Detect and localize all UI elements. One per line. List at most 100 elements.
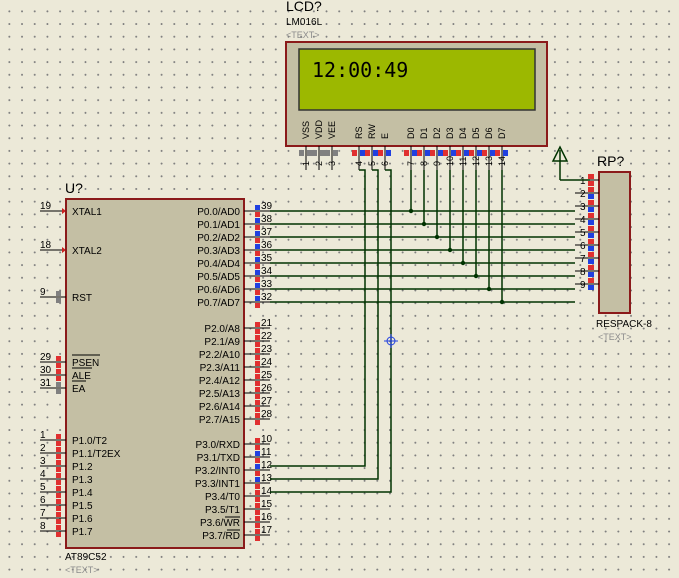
mcu-pin-p1-0-t2[interactable]: 1P1.0/T2 <box>40 430 107 447</box>
rp-body[interactable] <box>598 171 631 314</box>
lcd-pin-d0[interactable]: D07 <box>404 127 417 170</box>
mcu-pin-p1-2[interactable]: 3P1.2 <box>40 456 93 473</box>
lcd-pin-d2[interactable]: D29 <box>430 127 443 170</box>
mcu-pin-number: 13 <box>261 473 273 484</box>
lcd-pin-rw[interactable]: RW5 <box>365 124 378 170</box>
junction-dot <box>486 286 492 292</box>
mcu-pin-p1-1-t2ex[interactable]: 2P1.1/T2EX <box>40 443 121 460</box>
mcu-component[interactable]: U? AT89C52 <TEXT> 19XTAL118XTAL29RST29PS… <box>40 180 273 575</box>
rp-pin-number: 2 <box>580 189 586 200</box>
mcu-pin-name: P3.5/T1 <box>205 505 240 516</box>
rp-pin-7[interactable]: 7 <box>575 252 599 265</box>
wire-ctrl-2 <box>270 169 392 493</box>
mcu-body[interactable] <box>65 198 245 549</box>
rp-pin-number: 7 <box>580 254 586 265</box>
mcu-pin-name: P2.3/A11 <box>200 363 241 374</box>
lcd-pin-name: RS <box>354 126 364 139</box>
mcu-pin-number: 39 <box>261 201 273 212</box>
rp-pin-2[interactable]: 2 <box>575 187 599 200</box>
mcu-pin-p1-7[interactable]: 8P1.7 <box>40 521 93 538</box>
mcu-pin-name: P1.1/T2EX <box>72 449 121 460</box>
rp-pin-8[interactable]: 8 <box>575 265 599 278</box>
lcd-pin-d1[interactable]: D18 <box>417 127 430 170</box>
rp-pin-6[interactable]: 6 <box>575 239 599 252</box>
mcu-pin-name: P3.1/TXD <box>197 453 240 464</box>
mcu-pin-number: 9 <box>40 287 46 298</box>
lcd-pin-name: VDD <box>314 119 324 139</box>
power-terminal[interactable] <box>551 145 590 181</box>
mcu-pin-name: P1.3 <box>72 475 93 486</box>
junction-dot <box>499 299 505 305</box>
lcd-pin-number: 13 <box>484 156 494 166</box>
mcu-pin-p1-4[interactable]: 5P1.4 <box>40 482 93 499</box>
mcu-pin-number: 38 <box>261 214 273 225</box>
rp-pin-4[interactable]: 4 <box>575 213 599 226</box>
mcu-pin-name: P0.0/AD0 <box>197 207 240 218</box>
rp-pin-3[interactable]: 3 <box>575 200 599 213</box>
mcu-pin-name: P0.5/AD5 <box>197 272 240 283</box>
lcd-pin-name: VEE <box>327 121 337 139</box>
lcd-pin-e[interactable]: E6 <box>378 133 391 170</box>
rp-pin-9[interactable]: 9 <box>575 278 599 291</box>
rp-pin-number: 9 <box>580 280 586 291</box>
mcu-pin-name: P0.2/AD2 <box>197 233 240 244</box>
mcu-pin-p1-6[interactable]: 7P1.6 <box>40 508 93 525</box>
mcu-pin-number: 24 <box>261 357 273 368</box>
lcd-pin-rs[interactable]: RS4 <box>352 126 365 170</box>
mcu-pin-number: 2 <box>40 443 46 454</box>
lcd-component[interactable]: LCD? LM016L <TEXT> 12:00:49 VSS1VDD2VEE3… <box>285 0 548 170</box>
mcu-pin-name: P2.0/A8 <box>204 324 240 335</box>
lcd-pin-name: VSS <box>301 121 311 139</box>
rp-pin-5[interactable]: 5 <box>575 226 599 239</box>
mcu-pin-name: P2.4/A12 <box>199 376 241 387</box>
mcu-pin-p1-3[interactable]: 4P1.3 <box>40 469 93 486</box>
lcd-pin-name: RW <box>367 124 377 139</box>
mcu-pin-p1-5[interactable]: 6P1.5 <box>40 495 93 512</box>
wires[interactable] <box>270 169 575 493</box>
